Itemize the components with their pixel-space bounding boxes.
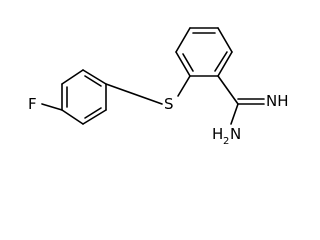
bond: [82, 69, 107, 85]
amine-h-subscript: 2: [223, 136, 229, 147]
double-bond-inner: [84, 107, 102, 119]
bond: [82, 109, 107, 125]
bond: [61, 109, 84, 125]
amine-label: H 2 N: [212, 125, 241, 147]
bond-s-c-right: [177, 75, 191, 97]
fluorine-label: F: [28, 95, 37, 113]
structural-formula: F S NH H 2 N: [28, 27, 289, 147]
bond: [175, 51, 191, 77]
amine-h-label: H: [212, 125, 223, 143]
double-bond-inner: [84, 75, 102, 87]
amine-n-label: N: [230, 125, 241, 143]
bond-c-n-amine: [230, 103, 239, 125]
double-bond-inner: [214, 51, 228, 72]
bond-c-f: [41, 103, 63, 111]
double-bond-inner: [182, 53, 194, 72]
bond: [217, 27, 233, 53]
imine-label: NH: [266, 92, 289, 110]
fluorophenyl-ring: [61, 69, 107, 125]
bond: [61, 69, 84, 85]
sulfur-label: S: [164, 95, 174, 113]
bond: [217, 51, 233, 77]
benzene-ring: [175, 27, 233, 77]
bond-ring-c-amidine: [217, 75, 239, 105]
bond: [175, 27, 191, 53]
bond-c-s-left: [105, 83, 163, 105]
